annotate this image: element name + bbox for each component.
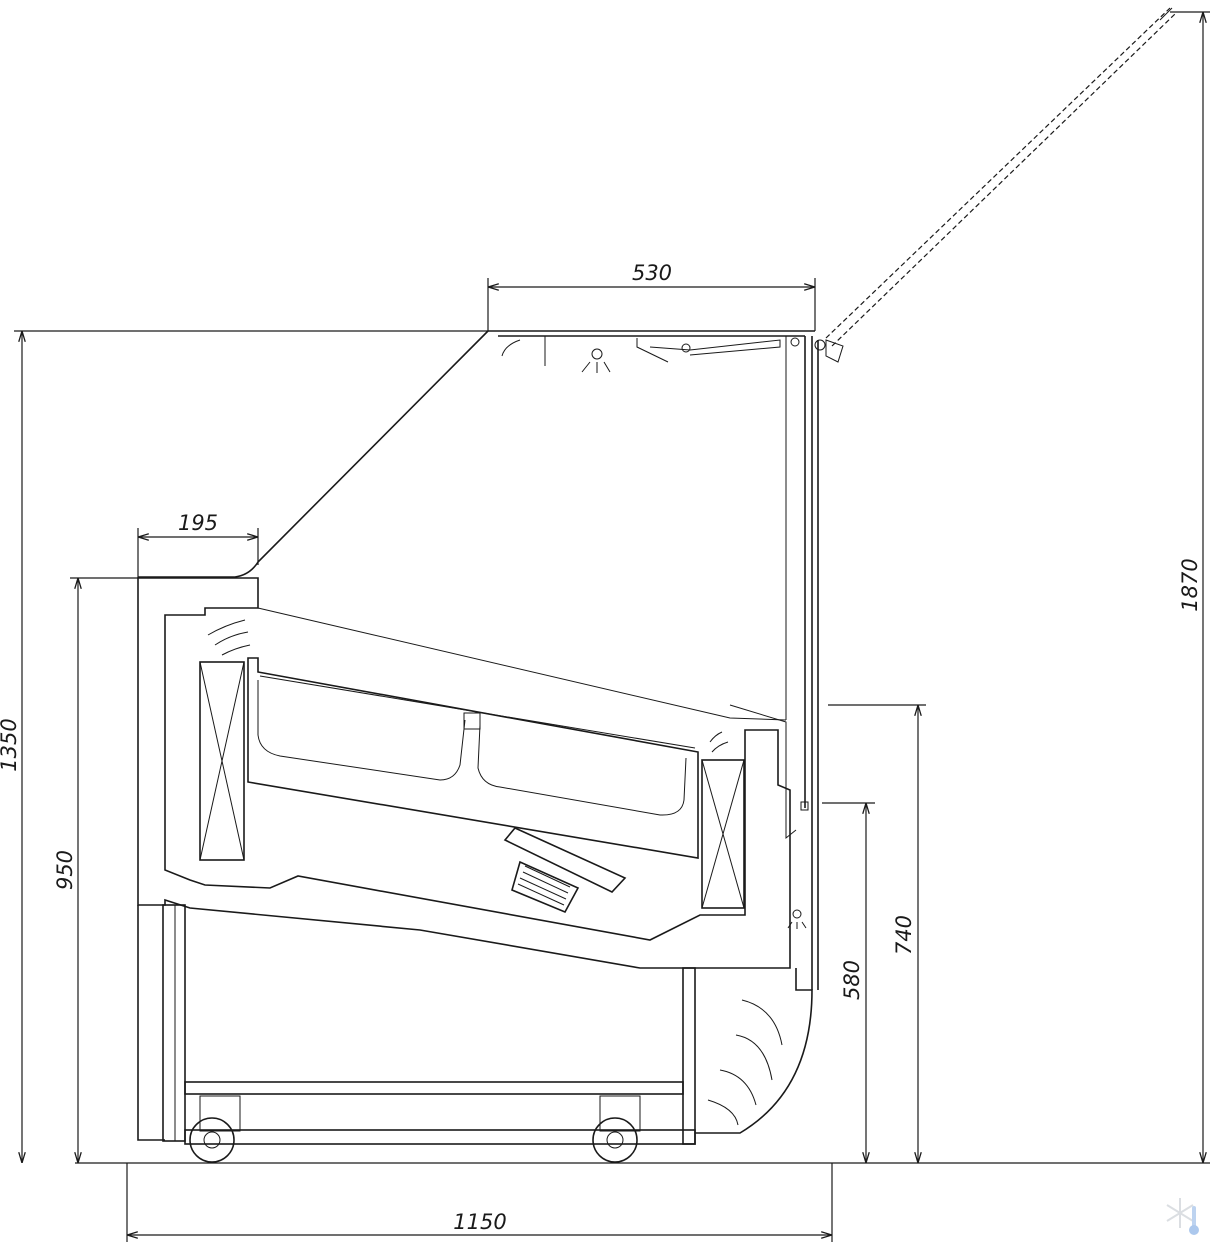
airflow-icon [207, 619, 729, 753]
dimension-740: 740 [828, 704, 926, 1163]
lid-open-outline [825, 7, 1176, 347]
dimension-1350: 1350 [0, 330, 488, 1163]
insulated-body [137, 577, 791, 969]
dimension-1870: 1870 [1170, 11, 1210, 1163]
svg-text:950: 950 [53, 850, 77, 890]
snowflake-thermometer-logo [1166, 1198, 1199, 1235]
svg-text:195: 195 [178, 511, 218, 535]
base-frame [137, 904, 813, 1145]
dimension-950: 950 [53, 577, 138, 1163]
dimension-530: 530 [487, 261, 816, 331]
svg-text:1150: 1150 [453, 1210, 506, 1234]
svg-text:530: 530 [632, 261, 672, 285]
product-trays [247, 657, 699, 859]
svg-text:1870: 1870 [1178, 558, 1202, 611]
dimension-195: 195 [137, 511, 259, 578]
evaporator-rear [701, 759, 745, 909]
caster-front [189, 1095, 241, 1163]
svg-text:580: 580 [840, 960, 864, 1000]
dimension-1150: 1150 [126, 1163, 833, 1242]
rear-door [785, 336, 819, 990]
canopy [138, 330, 844, 578]
caster-rear [592, 1095, 641, 1163]
evaporator-front [199, 661, 245, 861]
svg-text:740: 740 [892, 915, 916, 955]
dimension-580: 580 [822, 802, 875, 1163]
svg-text:1350: 1350 [0, 718, 21, 771]
fan [503, 827, 627, 914]
